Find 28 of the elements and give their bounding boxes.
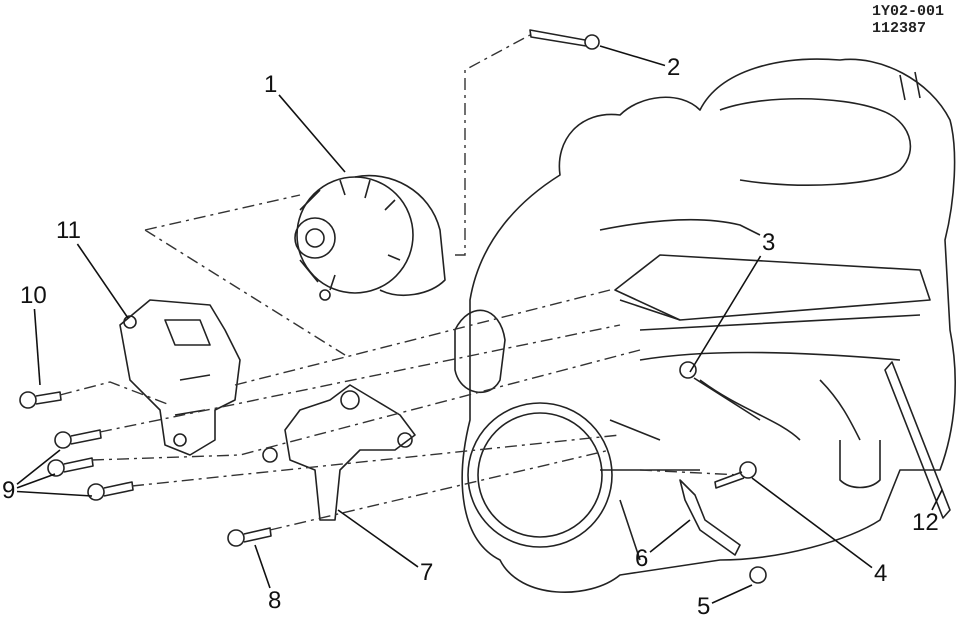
leader-line: [931, 490, 943, 510]
leader-line: [254, 544, 271, 588]
leader-line: [76, 244, 129, 318]
callout-number: 12: [910, 510, 941, 536]
leader-line: [712, 584, 752, 604]
leader-line: [600, 45, 666, 66]
leader-line: [278, 94, 346, 173]
callout-number: 2: [665, 55, 682, 81]
drawing-code: 112387: [872, 21, 926, 37]
leader-line: [16, 473, 56, 489]
leader-line: [16, 449, 60, 485]
callout-number: 4: [872, 561, 890, 587]
leader-line: [34, 308, 41, 386]
callout-number: 6: [633, 546, 650, 572]
drawing-code: 1Y02-001: [872, 4, 944, 20]
leader-line: [689, 256, 762, 372]
callout-number: 7: [418, 560, 436, 586]
leader-line: [338, 509, 418, 568]
callout-number: 10: [18, 283, 49, 309]
leader-line: [752, 477, 872, 568]
callout-number: 8: [266, 588, 284, 614]
leader-line: [650, 519, 690, 553]
callout-number: 1: [262, 72, 280, 98]
callout-number: 9: [0, 478, 18, 504]
leader-line: [16, 490, 92, 497]
callout-number: 3: [760, 230, 778, 256]
callout-number: 5: [695, 594, 712, 620]
callout-number: 11: [54, 218, 83, 244]
